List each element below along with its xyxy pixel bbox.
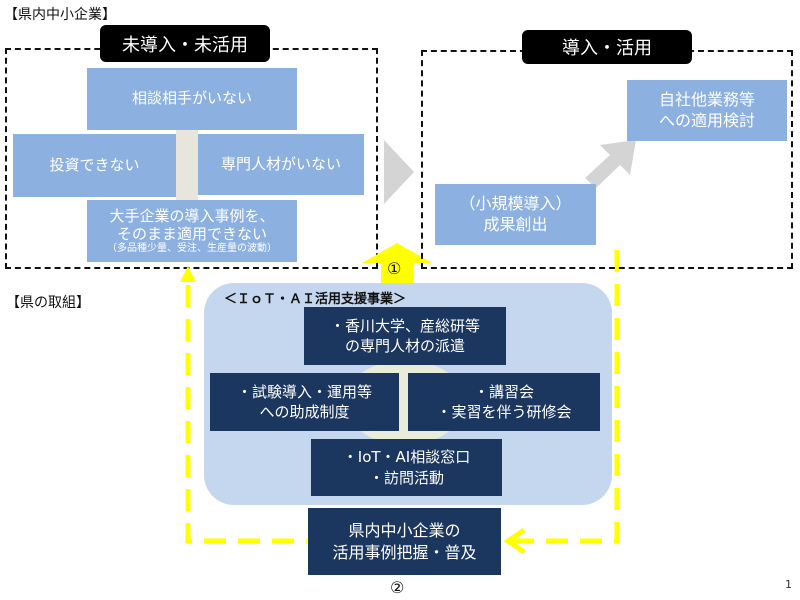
page-number: 1 (785, 578, 792, 591)
issue-text: そのまま適用できない (116, 225, 267, 243)
support-text: の専門人材の派遣 (344, 337, 465, 355)
feedback-text: 活用事例把握・普及 (332, 542, 477, 562)
issue-text: 投資できない (49, 155, 140, 174)
right-panel-label: 導入・活用 (522, 30, 692, 64)
feedback-loop-right (512, 250, 620, 544)
marker-two: ② (390, 578, 405, 597)
cross-connector (176, 130, 198, 202)
program-title: ＜ＩｏＴ・ＡＩ活用支援事業＞ (224, 292, 407, 307)
result-text: への適用検討 (658, 110, 755, 130)
support-training: ・講習会・実習を伴う研修会 (408, 373, 600, 431)
result-text: 成果創出 (483, 214, 548, 234)
issue-no-expert: 専門人材がいない (198, 134, 364, 195)
support-text: への助成制度 (259, 403, 350, 421)
result-text: （小規模導入） (459, 193, 572, 213)
issue-cannot-apply: 大手企業の導入事例を、 そのまま適用できない （多品種少量、受注、生産量の波動） (87, 200, 297, 262)
issue-note: （多品種少量、受注、生産量の波動） (107, 243, 277, 254)
support-text: ・IoT・AI相談窓口 (342, 448, 471, 467)
issue-text: 専門人材がいない (220, 154, 341, 173)
feedback-box: 県内中小企業の活用事例把握・普及 (308, 508, 501, 575)
issue-no-consultant: 相談相手がいない (87, 68, 297, 130)
result-expand: 自社他業務等への適用検討 (627, 80, 787, 141)
support-text: ・実習を伴う研修会 (436, 403, 572, 421)
support-consultation: ・IoT・AI相談窓口・訪問活動 (311, 439, 502, 496)
prefecture-title: 【県の取組】 (6, 295, 90, 311)
arrow-up-right-icon (585, 140, 636, 188)
arrow-up-icon (180, 266, 196, 282)
issue-text: 相談相手がいない (131, 89, 252, 108)
support-text: ・講習会 (473, 382, 534, 401)
marker-one: ① (387, 259, 402, 278)
support-subsidy: ・試験導入・運用等への助成制度 (210, 373, 399, 431)
issue-no-investment: 投資できない (13, 134, 176, 197)
header-title: 【県内中小企業】 (4, 7, 116, 23)
feedback-loop-left (185, 285, 307, 544)
support-experts: ・香川大学、産総研等の専門人材の派遣 (304, 307, 506, 365)
feedback-text: 県内中小企業の (348, 520, 461, 540)
support-text: ・香川大学、産総研等 (329, 316, 480, 335)
support-text: ・訪問活動 (368, 468, 444, 487)
result-text: 自社他業務等 (658, 89, 755, 109)
support-text: ・試験導入・運用等 (236, 382, 372, 401)
left-panel-label: 未導入・未活用 (100, 25, 270, 62)
chevron-right-icon (384, 140, 414, 204)
result-small-scale: （小規模導入）成果創出 (435, 184, 596, 245)
arrow-left-icon (503, 527, 526, 555)
issue-text: 大手企業の導入事例を、 (109, 207, 275, 225)
arrow-up-icon (362, 243, 432, 283)
